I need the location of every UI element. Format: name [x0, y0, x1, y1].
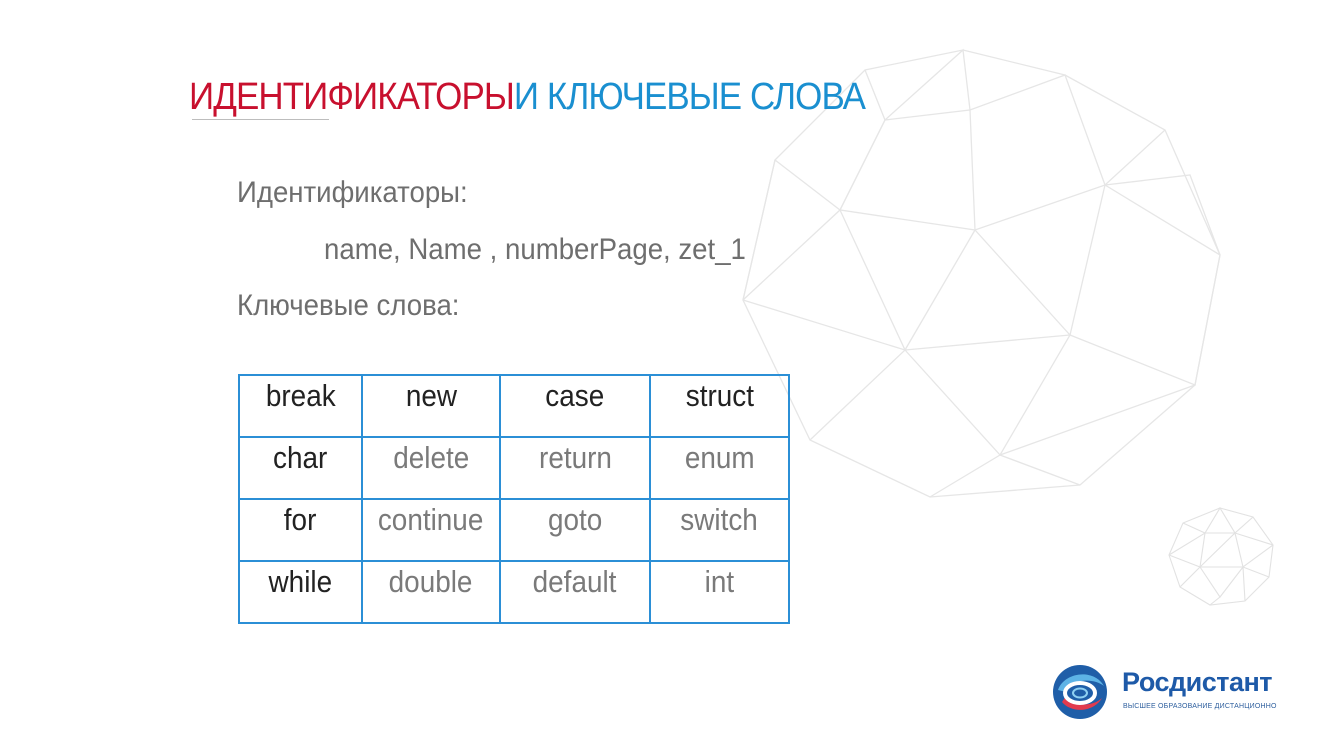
table-cell: default — [499, 560, 651, 624]
logo-tagline: ВЫСШЕЕ ОБРАЗОВАНИЕ ДИСТАНЦИОННО — [1123, 703, 1277, 710]
identifiers-examples: name, Name , numberPage, zet_1 — [324, 233, 746, 266]
rosdistant-logo: Росдистант ВЫСШЕЕ ОБРАЗОВАНИЕ ДИСТАНЦИОН… — [1050, 662, 1290, 722]
title-underline — [192, 119, 329, 120]
table-cell: double — [361, 560, 501, 624]
keywords-table: break new case struct char delete return… — [238, 374, 790, 624]
table-cell: continue — [361, 498, 501, 562]
table-row: break new case struct — [238, 374, 790, 438]
rosdistant-emblem-icon — [1053, 665, 1107, 719]
keywords-label: Ключевые слова: — [237, 289, 460, 322]
table-row: while double default int — [238, 560, 790, 624]
slide-title: ИДЕНТИФИКАТОРЫИ КЛЮЧЕВЫЕ СЛОВА — [189, 76, 866, 119]
table-row: for continue goto switch — [238, 498, 790, 562]
logo-name: Росдистант — [1122, 667, 1273, 697]
table-cell: case — [499, 374, 651, 438]
table-cell: delete — [361, 436, 501, 500]
small-geodesic-sphere-decoration — [1168, 506, 1274, 606]
table-cell: new — [361, 374, 501, 438]
table-cell: return — [499, 436, 651, 500]
identifiers-label: Идентификаторы: — [237, 176, 468, 209]
table-cell: char — [238, 436, 363, 500]
table-cell: while — [238, 560, 363, 624]
table-cell: enum — [649, 436, 790, 500]
table-cell: break — [238, 374, 363, 438]
table-cell: int — [649, 560, 790, 624]
table-row: char delete return enum — [238, 436, 790, 500]
table-cell: struct — [649, 374, 790, 438]
slide-title-red-part: ИДЕНТИФИКАТОРЫ — [189, 76, 515, 118]
table-cell: goto — [499, 498, 651, 562]
slide-title-blue-part: И КЛЮЧЕВЫЕ СЛОВА — [513, 76, 866, 118]
table-cell: for — [238, 498, 363, 562]
table-cell: switch — [649, 498, 790, 562]
